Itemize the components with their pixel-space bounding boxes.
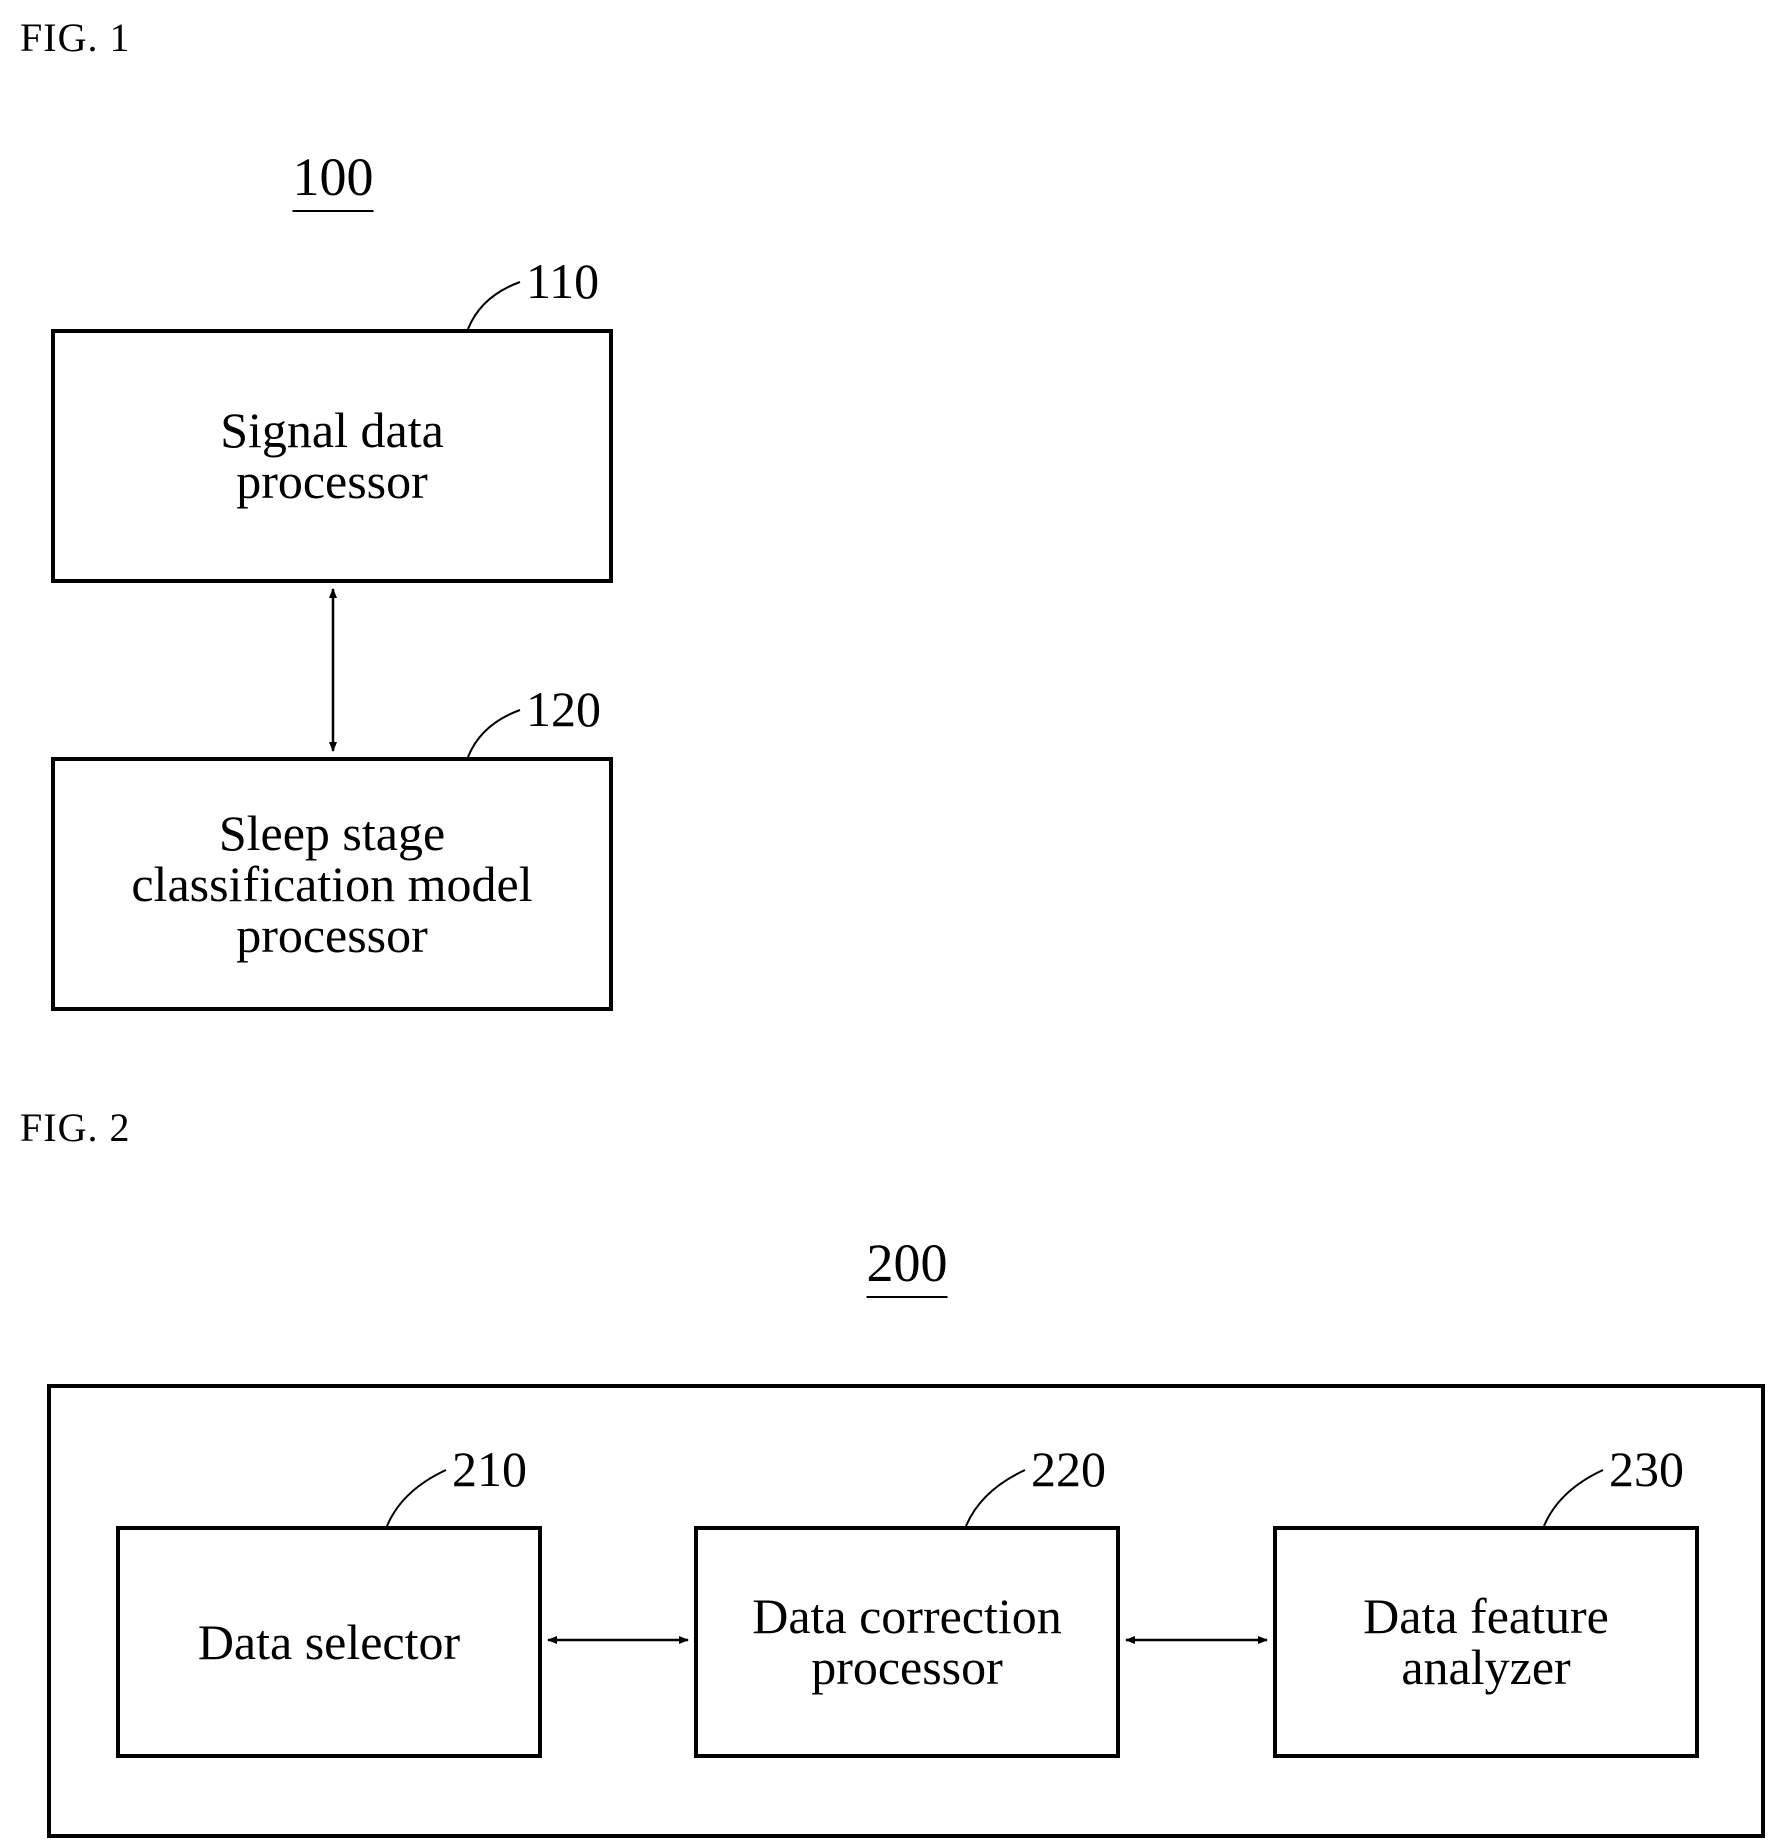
data-feature-analyzer-label: Data feature analyzer <box>1363 1591 1609 1693</box>
fig1-block1-ref: 110 <box>526 256 599 306</box>
data-correction-processor-block: Data correction processor <box>694 1526 1120 1758</box>
data-selector-label: Data selector <box>198 1617 460 1668</box>
sleep-stage-classification-block: Sleep stage classification model process… <box>51 757 613 1011</box>
signal-data-processor-block: Signal data processor <box>51 329 613 583</box>
sleep-stage-classification-label: Sleep stage classification model process… <box>131 808 532 961</box>
fig2-system-ref: 200 <box>867 1236 948 1298</box>
fig2-label: FIG. 2 <box>20 1108 130 1148</box>
fig1-block1-leader <box>468 282 520 329</box>
data-selector-block: Data selector <box>116 1526 542 1758</box>
data-feature-analyzer-block: Data feature analyzer <box>1273 1526 1699 1758</box>
data-correction-processor-label: Data correction processor <box>752 1591 1062 1693</box>
fig1-block2-leader <box>468 710 520 757</box>
fig1-label: FIG. 1 <box>20 18 130 58</box>
fig2-block2-ref: 220 <box>1031 1444 1106 1494</box>
signal-data-processor-label: Signal data processor <box>220 405 444 507</box>
fig1-block2-ref: 120 <box>526 684 601 734</box>
fig2-block1-ref: 210 <box>452 1444 527 1494</box>
fig2-block3-ref: 230 <box>1609 1444 1684 1494</box>
fig1-system-ref: 100 <box>293 150 374 212</box>
